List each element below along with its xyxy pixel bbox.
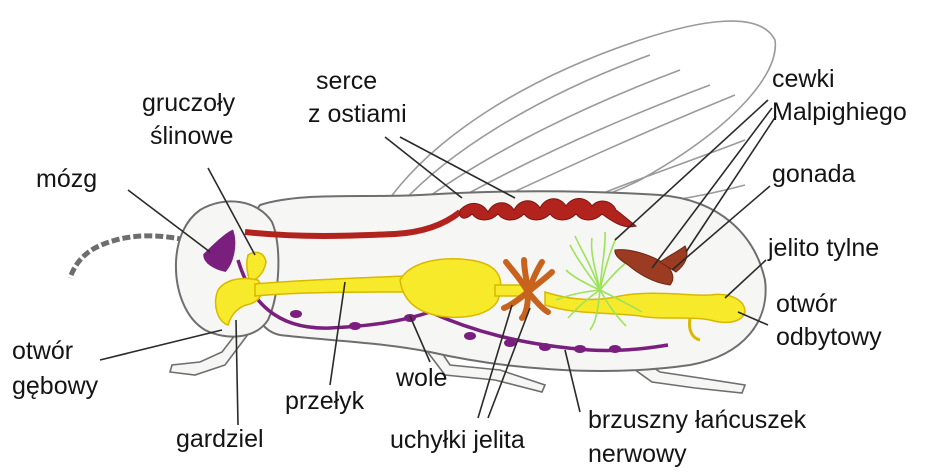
label-gastric-caeca: uchyłki jelita — [390, 426, 525, 455]
nerve-ganglion — [504, 339, 516, 347]
label-heart-line1: serce — [316, 67, 377, 96]
label-nerve-cord-line1: brzuszny łańcuszek — [588, 406, 806, 435]
label-brain: mózg — [36, 165, 97, 194]
label-anus-line1: otwór — [776, 290, 837, 319]
label-heart-line2: z ostiami — [308, 100, 407, 129]
label-anus-line2: odbytowy — [776, 323, 882, 352]
nerve-ganglion — [290, 310, 302, 318]
label-salivary-line1: gruczoły — [142, 89, 235, 118]
nerve-ganglion — [464, 332, 476, 340]
label-esophagus: przełyk — [285, 387, 364, 416]
label-pharynx: gardziel — [176, 425, 264, 454]
label-crop: wole — [396, 364, 447, 393]
wings — [385, 21, 775, 215]
label-nerve-cord-line2: nerwowy — [588, 440, 687, 469]
label-malpighian-line2: Malpighiego — [772, 98, 907, 127]
nerve-ganglion — [349, 322, 361, 330]
nerve-ganglion — [539, 343, 551, 351]
nerve-ganglion — [574, 345, 586, 353]
label-hindgut: jelito tylne — [768, 234, 879, 263]
label-mouth-line2: gębowy — [12, 372, 98, 401]
label-malpighian-line1: cewki — [772, 65, 835, 94]
nerve-ganglion — [609, 345, 621, 353]
label-gonad: gonada — [772, 160, 855, 189]
label-salivary-line2: ślinowe — [150, 122, 233, 151]
label-mouth-line1: otwór — [12, 337, 73, 366]
antenna — [70, 236, 185, 278]
